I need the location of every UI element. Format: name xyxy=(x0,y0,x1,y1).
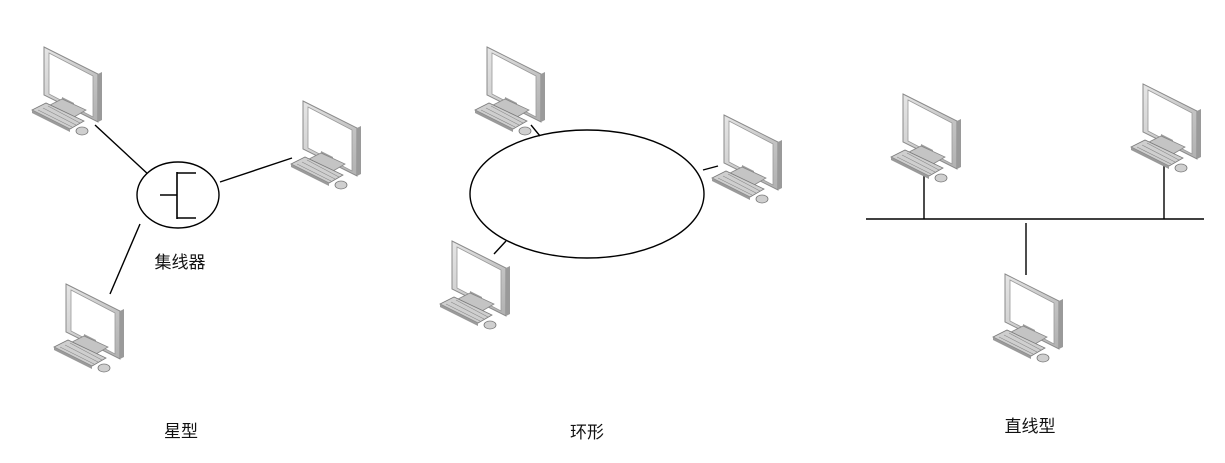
computer-icon xyxy=(474,46,546,136)
bus-caption: 直线型 xyxy=(1004,417,1056,437)
ring-caption: 环形 xyxy=(570,423,604,443)
star-link-right xyxy=(219,157,293,183)
computer-icon xyxy=(439,240,511,330)
computer-icon xyxy=(711,114,783,204)
computer-icon xyxy=(53,283,125,373)
computer-icon xyxy=(290,100,362,190)
computer-icon xyxy=(992,273,1064,363)
computer-icon xyxy=(890,93,962,183)
hub-label: 集线器 xyxy=(154,253,206,273)
ring-topology xyxy=(439,46,783,330)
computer-icon xyxy=(31,46,103,136)
ring-link-bottom xyxy=(493,240,507,255)
bus-topology xyxy=(866,83,1204,363)
ring-link-right xyxy=(702,165,719,171)
star-link-top-left xyxy=(94,124,151,177)
computer-icon xyxy=(1130,83,1202,173)
star-caption: 星型 xyxy=(164,422,198,442)
hub-icon xyxy=(136,161,220,229)
ring-link xyxy=(469,129,705,259)
star-topology xyxy=(31,46,362,373)
star-link-bottom xyxy=(109,223,141,295)
ring-link-top xyxy=(530,124,541,137)
